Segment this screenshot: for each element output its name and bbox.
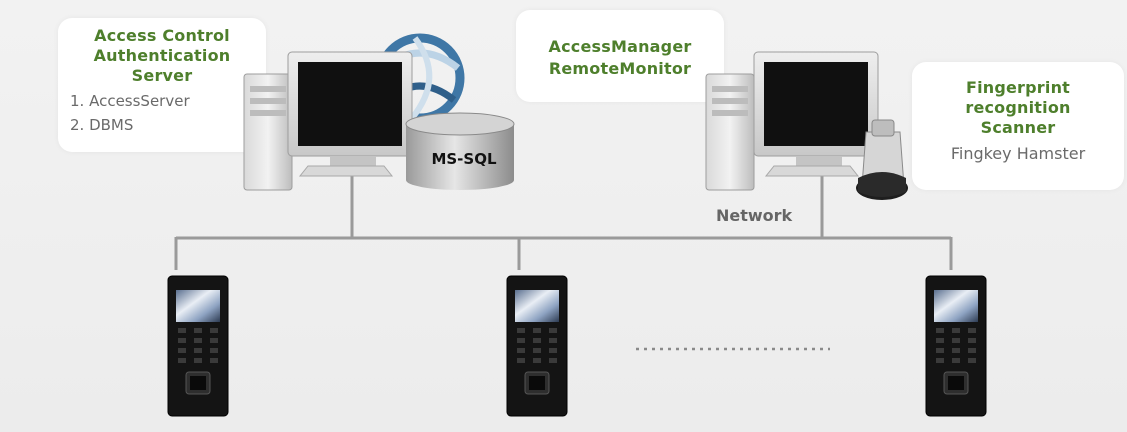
scanner-title: Fingerprint recognition Scanner [912,78,1124,138]
server-computer-icon [243,51,413,191]
scanner-title-line-1: Fingerprint [965,78,1071,97]
scanner-title-line-2: recognition [965,98,1071,117]
server-title-line-2: Authentication [93,46,231,65]
remote-computer-icon [705,51,879,191]
database-icon [405,112,515,190]
scanner-model: Fingkey Hamster [950,144,1086,163]
remote-title-line-2: RemoteMonitor [548,59,692,78]
terminal-device-3 [925,275,987,417]
terminal-device-1 [167,275,229,417]
server-title-line-1: Access Control [94,26,230,45]
server-component-item: 2. DBMS [70,116,134,134]
fingerprint-scanner-icon [856,119,908,200]
server-component-item: 1. AccessServer [70,92,190,110]
scanner-title-line-3: Scanner [980,118,1056,137]
server-info-card: Access Control Authentication Server 1. … [58,18,266,152]
network-label: Network [716,206,793,225]
database-label: MS-SQL [431,150,497,168]
network-lines [174,172,953,270]
terminal-device-2 [506,275,568,417]
server-title: Access Control Authentication Server [58,26,266,86]
fingerprint-scanner-card: Fingerprint recognition Scanner Fingkey … [912,62,1124,190]
server-component-list: 1. AccessServer 2. DBMS [70,89,266,137]
server-title-line-3: Server [131,66,193,85]
remote-title: AccessManager RemoteMonitor [516,36,724,80]
remote-monitor-card: AccessManager RemoteMonitor [516,10,724,102]
remote-title-line-1: AccessManager [548,37,692,56]
